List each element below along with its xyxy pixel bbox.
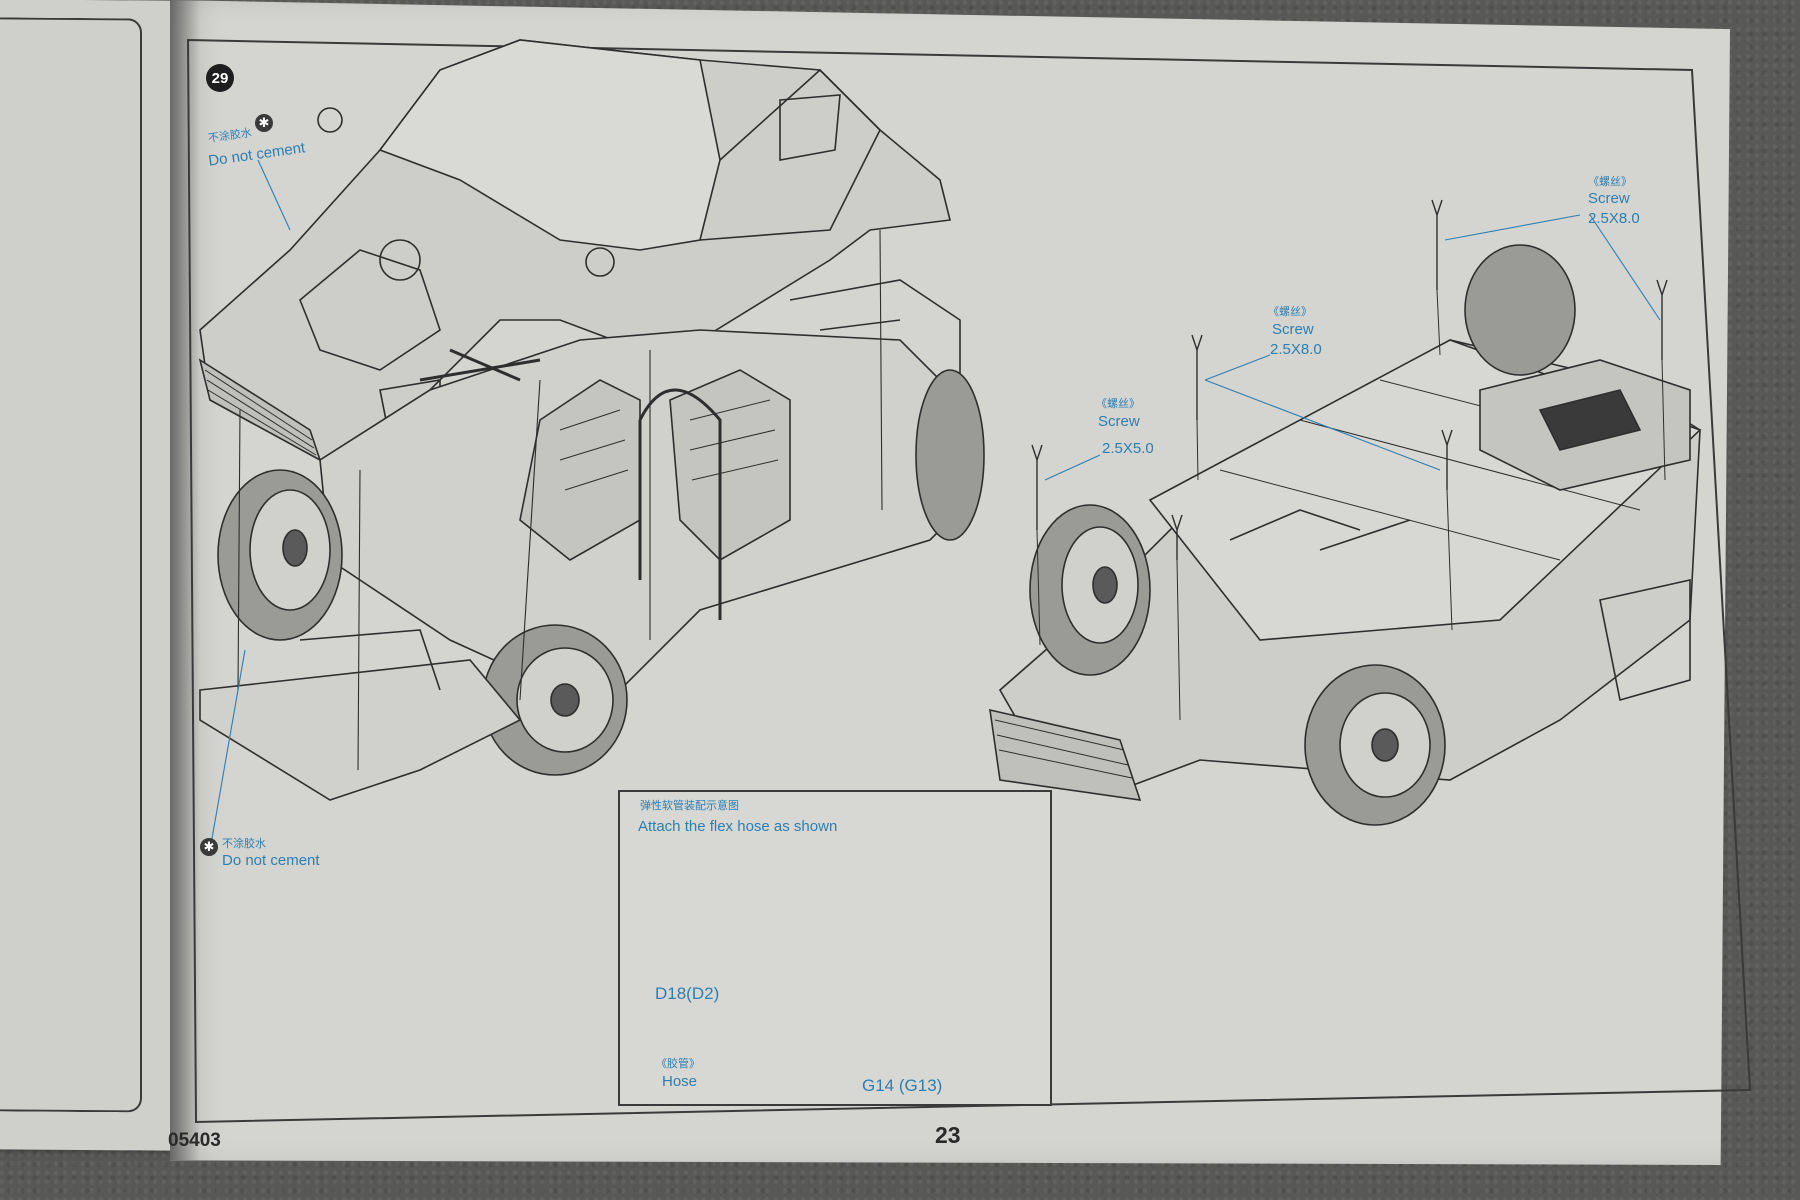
step-number-badge: 29 bbox=[206, 64, 234, 92]
screw-label-cn: 《螺丝》 bbox=[1268, 306, 1312, 318]
part-label-g14: G14 (G13) bbox=[862, 1076, 943, 1095]
screw-label: Screw bbox=[1272, 321, 1314, 338]
screw-label: Screw bbox=[1098, 413, 1140, 430]
front-tyre-far bbox=[1464, 244, 1576, 376]
screw-size: 2.5X8.0 bbox=[1588, 210, 1640, 227]
page-frame bbox=[186, 38, 1752, 1124]
hose-label-cn: 《胶管》 bbox=[656, 1058, 700, 1070]
rear-tyre-left bbox=[915, 369, 985, 541]
screw-markers bbox=[1031, 199, 1668, 560]
door-window bbox=[779, 94, 841, 161]
suspension-arm bbox=[419, 348, 541, 382]
catalog-code: 05403 bbox=[168, 1130, 221, 1151]
left-assembly bbox=[198, 39, 985, 851]
roll-bar bbox=[638, 388, 722, 620]
right-assembly bbox=[989, 199, 1702, 826]
screw-size: 2.5X8.0 bbox=[1270, 341, 1322, 358]
inset-title-en: Attach the flex hose as shown bbox=[638, 818, 838, 835]
side-duct bbox=[1599, 579, 1691, 702]
no-cement-label-bottom-cn: 不涂胶水 bbox=[222, 838, 266, 850]
front-left-wheel bbox=[217, 469, 343, 641]
part-label-d18: D18(D2) bbox=[655, 984, 720, 1003]
windshield bbox=[378, 39, 721, 251]
rear-right-wheel bbox=[1304, 664, 1446, 826]
page-number: 23 bbox=[935, 1122, 961, 1148]
no-cement-label-bottom-en: Do not cement bbox=[222, 852, 320, 869]
screw-label-cn: 《螺丝》 bbox=[1588, 176, 1632, 188]
inset-title-cn: 弹性软管装配示意图 bbox=[640, 800, 739, 812]
no-cement-icon: ✱ bbox=[200, 838, 218, 856]
rear-radiator bbox=[989, 708, 1142, 801]
screw-size: 2.5X5.0 bbox=[1102, 440, 1154, 457]
no-cement-icon: ✱ bbox=[255, 114, 273, 132]
flex-hose-inset bbox=[618, 790, 1052, 1106]
front-right-wheel bbox=[482, 624, 628, 776]
rear-left-wheel bbox=[1029, 504, 1151, 676]
hose-label: Hose bbox=[662, 1073, 698, 1090]
screw-label-cn: 《螺丝》 bbox=[1096, 398, 1140, 410]
floor-tray bbox=[199, 659, 522, 801]
screw-label: Screw bbox=[1588, 190, 1630, 207]
